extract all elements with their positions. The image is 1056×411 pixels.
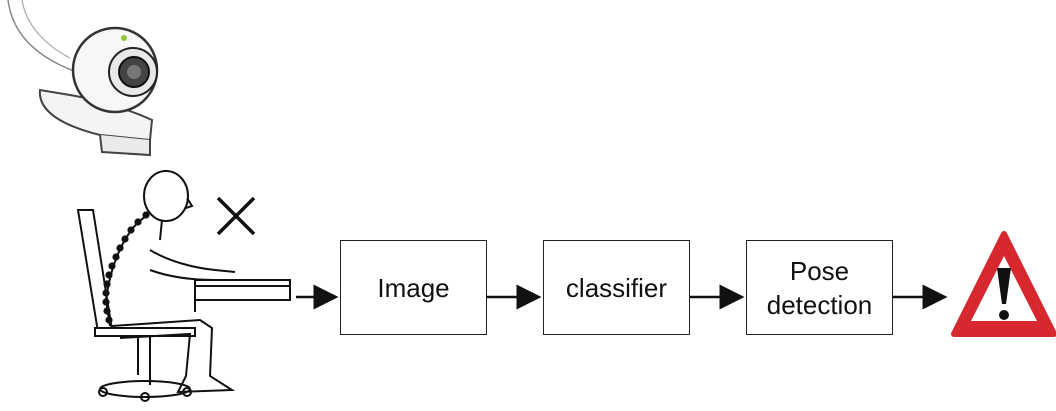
warning-icon [951, 231, 1056, 337]
webcam-icon [7, 0, 159, 157]
seated-person-icon [76, 170, 291, 402]
image-block-label: Image [377, 272, 450, 303]
image-block: Image [340, 240, 487, 335]
pose-detection-block: Pose detection [746, 240, 893, 335]
incorrect-mark-icon [216, 196, 256, 236]
classifier-block-label: classifier [565, 272, 668, 303]
classifier-block: classifier [543, 240, 690, 335]
pose-block-label-line1: Pose [789, 255, 850, 286]
pose-block-label-line2: detection [766, 289, 873, 320]
